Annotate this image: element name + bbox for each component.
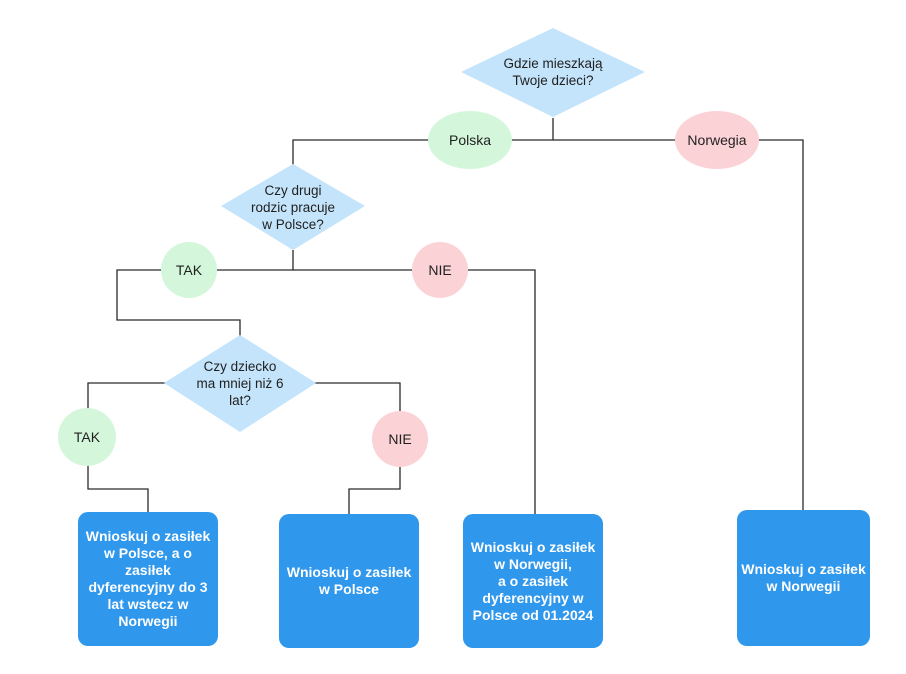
connector-decision3-left [87, 382, 167, 512]
result-box-norway-plus-diff: Wnioskuj o zasiłek w Norwegii, a o zasił… [463, 514, 603, 648]
result-label-poland: Wnioskuj o zasiłek w Polsce [286, 564, 412, 597]
answer-label-polska: Polska [448, 131, 492, 148]
result-label-norway-plus-diff: Wnioskuj o zasiłek w Norwegii, a o zasił… [470, 538, 596, 623]
result-label-poland-plus-diff: Wnioskuj o zasiłek w Polsce, a o zasiłek… [85, 528, 211, 629]
answer-circle-tak-1 [161, 242, 217, 298]
decision-label-where-children: Gdzie mieszkają Twoje dzieci? [503, 56, 603, 88]
result-box-norway: Wnioskuj o zasiłek w Norwegii [737, 510, 870, 646]
answer-circle-polska [428, 111, 512, 169]
decision-diamond-other-parent [221, 164, 365, 250]
decision-diamond-child-age [164, 335, 316, 432]
result-label-norway: Wnioskuj o zasiłek w Norwegii [741, 561, 866, 594]
answer-label-nie-1: NIE [428, 261, 452, 278]
answer-label-norwegia: Norwegia [687, 131, 747, 148]
answer-circle-tak-2 [58, 408, 116, 466]
decision-label-other-parent: Czy drugi rodzic pracuje w Polsce? [250, 182, 336, 232]
connector-root-to-norwegia [553, 139, 804, 510]
answer-circle-nie-2 [372, 411, 428, 467]
result-box-poland: Wnioskuj o zasiłek w Polsce [279, 514, 419, 648]
answer-label-tak-1: TAK [175, 261, 203, 278]
answer-label-tak-2: TAK [73, 428, 101, 445]
connector-decision3-right [313, 382, 401, 514]
connector-decision2-to-nie [293, 269, 536, 515]
connector-decision2-split [116, 250, 294, 336]
result-box-poland-plus-diff: Wnioskuj o zasiłek w Polsce, a o zasiłek… [78, 512, 218, 646]
connector-root-split [292, 118, 554, 170]
decision-diamond-where-children [461, 28, 645, 117]
answer-circle-norwegia [675, 111, 759, 169]
answer-label-nie-2: NIE [388, 430, 412, 447]
answer-circle-nie-1 [412, 242, 468, 298]
decision-label-child-age: Czy dziecko ma mniej niż 6 lat? [196, 358, 284, 408]
